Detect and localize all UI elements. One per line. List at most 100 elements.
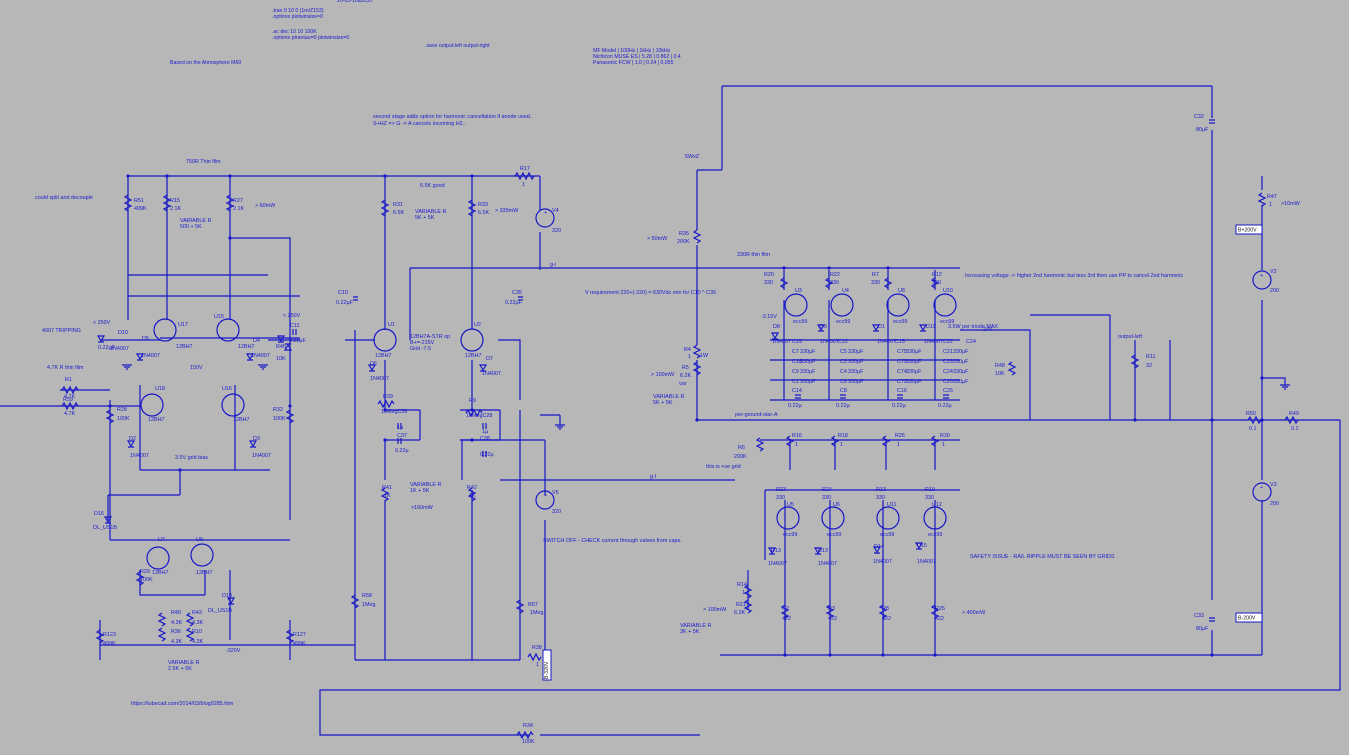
svg-text:C18: C18 [792,359,802,365]
note-vr-b: VARIABLE R [415,209,446,215]
svg-text:D4: D4 [253,338,260,344]
svg-text:4.7K: 4.7K [64,411,75,417]
svg-text:330: 330 [932,280,941,286]
svg-text:R17: R17 [520,166,530,172]
svg-text:R28: R28 [117,407,127,413]
svg-text:D1: D1 [878,324,885,330]
resistors [61,171,1299,740]
svg-text:12BH7: 12BH7 [465,353,481,359]
svg-text:330: 330 [830,280,839,286]
svg-text:1: 1 [795,442,798,448]
svg-text:ecc99: ecc99 [893,319,907,325]
svg-text:V2: V2 [1270,269,1277,275]
svg-text:D5: D5 [142,336,149,342]
svg-text:U7: U7 [158,537,165,543]
svg-text:C74: C74 [897,369,907,375]
svg-text:DL_US1B: DL_US1B [93,525,117,531]
svg-text:1K: 1K [384,493,391,499]
svg-text:330µF: 330µF [906,369,922,375]
svg-text:1N4007: 1N4007 [924,339,943,345]
spice-directives: 20-05-10a5c35 .tran 0 10 0 (1m/Z153) .op… [170,0,681,66]
svg-text:R36: R36 [171,629,181,635]
svg-text:C25: C25 [943,388,953,394]
svg-text:12BH7: 12BH7 [196,570,212,576]
svg-text:1K: 1K [469,493,476,499]
svg-text:U4: U4 [842,288,849,294]
svg-text:R7: R7 [872,272,879,278]
svg-text:330µF: 330µF [906,349,922,355]
svg-text:12BH7: 12BH7 [238,344,254,350]
svg-text:U11: U11 [887,502,897,508]
svg-text:R45: R45 [276,344,286,350]
svg-text:0.22µF: 0.22µF [289,338,307,344]
svg-text:U12: U12 [932,502,942,508]
note-160mw: >160mW [411,505,434,511]
svg-text:422: 422 [882,616,891,622]
svg-text:1N4007: 1N4007 [873,559,892,565]
directive-tran: .tran 0 10 0 (1m/Z153) [272,8,324,14]
svg-text:422: 422 [782,616,791,622]
svg-text:100K: 100K [117,416,130,422]
note-vr-b2: 5K + 5K [415,215,435,221]
net-output-left: output-left [1118,334,1142,340]
svg-text:2.1K: 2.1K [170,206,181,212]
svg-text:0.22µ: 0.22µ [395,448,409,454]
svg-text:1N4007: 1N4007 [820,339,839,345]
svg-text:1: 1 [897,442,900,448]
svg-text:R1: R1 [65,377,72,383]
svg-text:R23: R23 [776,487,786,493]
svg-text:R33: R33 [478,202,488,208]
svg-text:1N4007: 1N4007 [772,339,791,345]
svg-text:+: + [1260,485,1263,491]
svg-text:V3: V3 [1270,482,1277,488]
svg-text:C5: C5 [840,349,847,355]
svg-text:6.2K: 6.2K [734,610,745,616]
svg-text:0.22µF: 0.22µF [336,300,354,306]
svg-text:320: 320 [552,228,561,234]
svg-text:R42: R42 [467,485,477,491]
svg-text:0.22µ: 0.22µ [938,403,952,409]
svg-text:D8: D8 [773,324,780,330]
svg-text:C8: C8 [840,388,847,394]
directive-save: .save output-left output-right [425,43,490,49]
svg-text:330µF: 330µF [953,379,969,385]
svg-text:330: 330 [876,495,885,501]
svg-text:330µF: 330µF [953,349,969,355]
note-second-stage-2: S+HZ => G -> A cancels incoming H2.. [373,121,466,127]
svg-text:330: 330 [871,280,880,286]
svg-text:R15: R15 [170,198,180,204]
svg-text:B-320V: B-320V [544,661,550,679]
svg-text:C4: C4 [840,369,847,375]
net-gi: g-i [550,262,556,268]
note-second-stage: second stage adds option for harmonic ca… [373,114,533,120]
svg-text:C35: C35 [512,290,522,296]
svg-text:1N4007: 1N4007 [252,453,271,459]
svg-text:0.22µF: 0.22µF [98,345,116,351]
svg-text:1: 1 [742,590,745,596]
svg-text:12BH7: 12BH7 [233,417,249,423]
note-vr-a2: 500 + 5K [180,224,202,230]
svg-text:R16: R16 [792,433,802,439]
wires [0,85,1341,736]
svg-text:R34: R34 [523,723,533,729]
svg-text:U18: U18 [155,386,165,392]
svg-text:330µF: 330µF [953,369,969,375]
svg-text:C24: C24 [943,369,953,375]
svg-text:V4: V4 [552,208,559,214]
svg-text:R35: R35 [679,231,689,237]
svg-text:R4: R4 [684,347,691,353]
svg-text:R11: R11 [1146,354,1156,360]
note-strop-2: B+=-215V [410,340,435,346]
svg-text:1: 1 [840,442,843,448]
svg-text:1N4007: 1N4007 [877,339,896,345]
note-10mw: >10mW [1281,201,1301,207]
svg-text:R27: R27 [233,198,243,204]
svg-text:C73: C73 [897,359,907,365]
svg-text:200K: 200K [677,239,690,245]
svg-text:R40: R40 [171,610,181,616]
svg-text:R21: R21 [736,602,746,608]
diodes [96,324,928,605]
note-100mw-a: > 100mW [651,372,675,378]
